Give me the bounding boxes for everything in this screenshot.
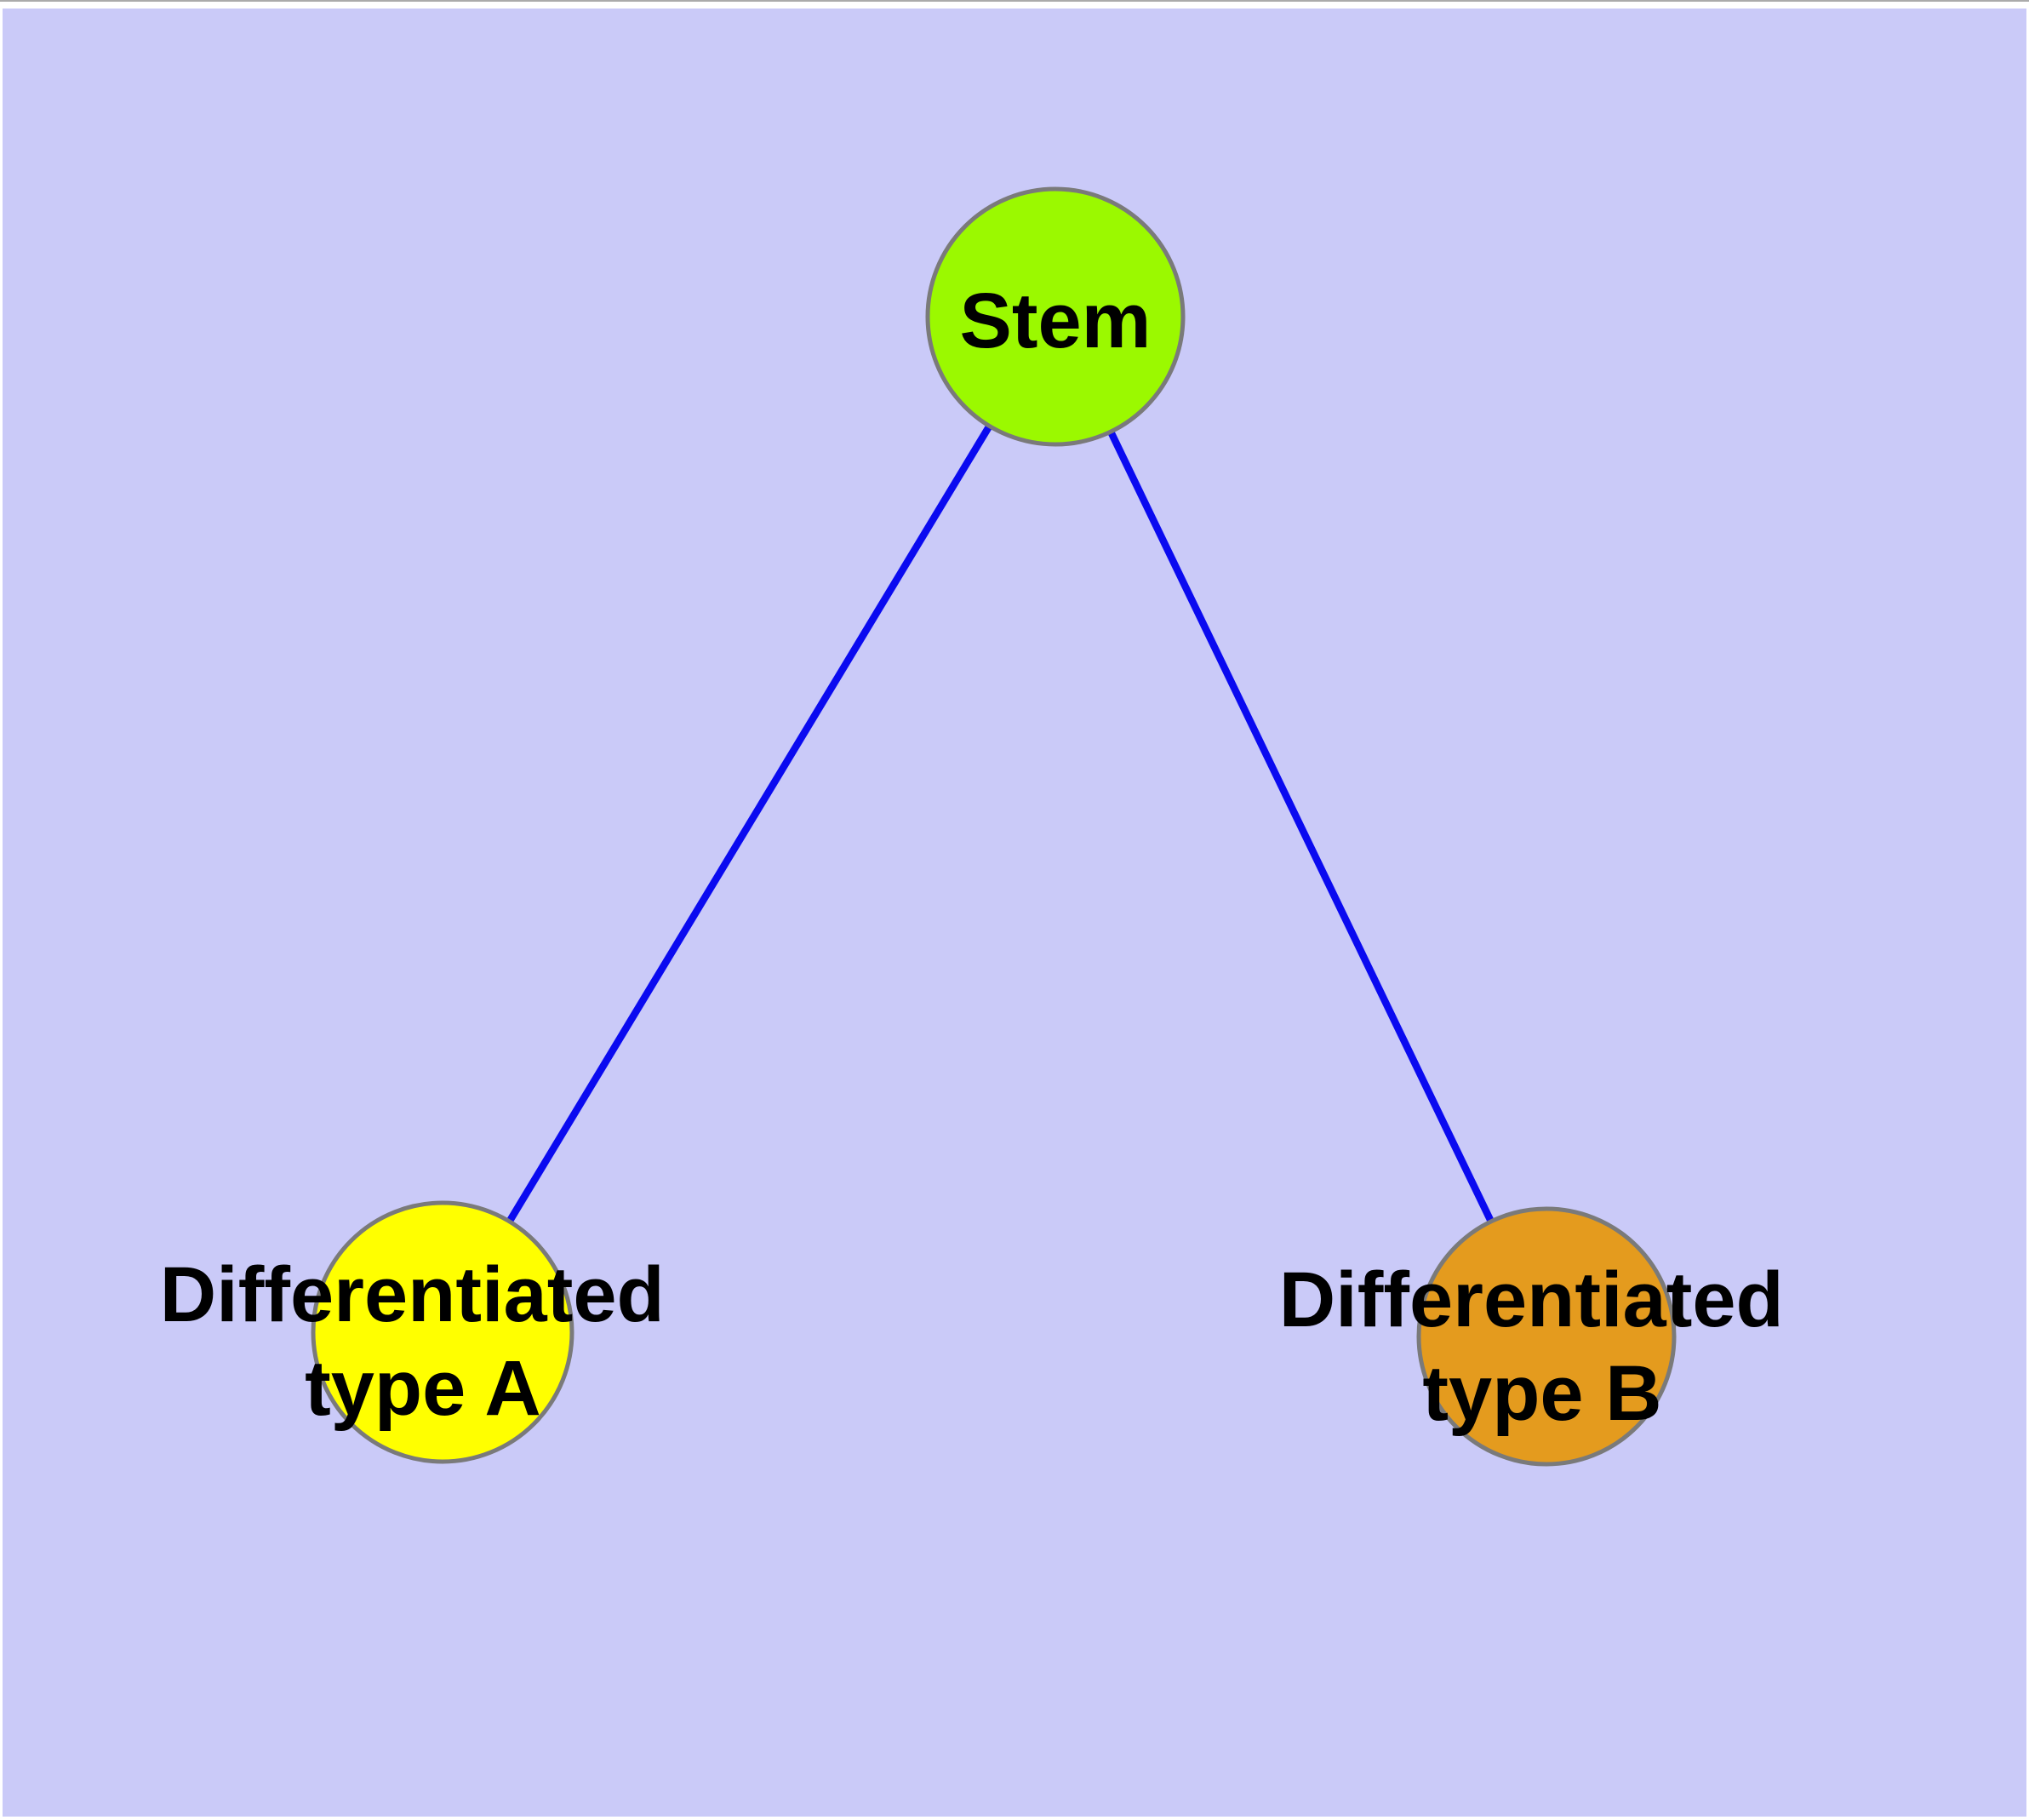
- label-line-type-b: type B: [1422, 1350, 1661, 1437]
- node-label-differentiated-type-b: Differentiated type B: [1279, 1256, 1806, 1437]
- label-line-differentiated-a: Differentiated: [160, 1251, 665, 1338]
- label-line-type-a: type A: [305, 1345, 541, 1432]
- label-line-differentiated-b: Differentiated: [1279, 1256, 1784, 1343]
- top-border-rule: [0, 0, 2029, 2]
- node-label-differentiated-type-a: Differentiated type A: [160, 1251, 687, 1432]
- node-stem: [925, 186, 1186, 447]
- node-differentiated-type-b: [1416, 1206, 1677, 1467]
- node-differentiated-type-a: [311, 1200, 574, 1464]
- edge-stem-to-type-b: [1052, 315, 1550, 1338]
- edge-stem-to-type-a: [439, 314, 1059, 1335]
- node-label-stem: Stem: [960, 278, 1152, 364]
